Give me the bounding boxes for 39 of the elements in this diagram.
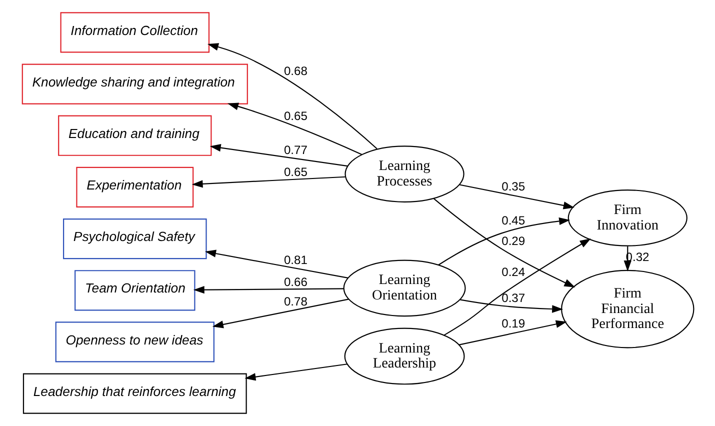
- arrow: [226, 102, 362, 155]
- arrow: [192, 286, 344, 294]
- edge-label: 0.24: [501, 264, 525, 279]
- node-box: Education and training: [58, 115, 212, 156]
- arrow: [432, 198, 575, 288]
- arrow: [244, 364, 347, 381]
- edge-label: 0.37: [501, 291, 525, 306]
- node-box: Psychological Safety: [62, 218, 206, 260]
- edge-label: 0.29: [501, 234, 525, 248]
- node-box: Leadership that reinforces learning: [22, 373, 246, 414]
- arrow: [443, 238, 590, 336]
- arrow: [191, 176, 345, 188]
- edge-label: 0.65: [283, 165, 307, 180]
- edge-label: 0.68: [283, 64, 307, 78]
- edge-label: 0.45: [501, 213, 525, 228]
- node-box: Openness to new ideas: [54, 322, 214, 362]
- arrow: [204, 250, 348, 278]
- edge-label: 0.77: [283, 143, 307, 158]
- arrow: [459, 299, 563, 313]
- arrow: [212, 298, 348, 328]
- node-ellipse: Learning Processes: [344, 146, 464, 202]
- edge-label: 0.19: [501, 316, 525, 330]
- edge-label: 0.81: [283, 252, 307, 267]
- node-ellipse: Learning Orientation: [342, 260, 466, 317]
- node-ellipse: Firm Financial Performance: [560, 270, 694, 348]
- node-box: Information Collection: [60, 12, 210, 53]
- node-box: Experimentation: [76, 166, 194, 208]
- arrow: [209, 144, 348, 167]
- node-ellipse: Learning Leadership: [344, 328, 464, 385]
- arrow: [459, 184, 574, 210]
- arrow: [458, 320, 566, 346]
- node-box: Team Orientation: [74, 270, 195, 311]
- edge-label: 0.35: [501, 179, 525, 194]
- arrow: [438, 217, 570, 266]
- node-box: Knowledge sharing and integration: [21, 64, 248, 104]
- edge-label: 0.78: [283, 294, 307, 309]
- arrow: [206, 43, 377, 150]
- edge-label: 0.66: [283, 274, 307, 289]
- edge-label: 0.65: [283, 109, 307, 124]
